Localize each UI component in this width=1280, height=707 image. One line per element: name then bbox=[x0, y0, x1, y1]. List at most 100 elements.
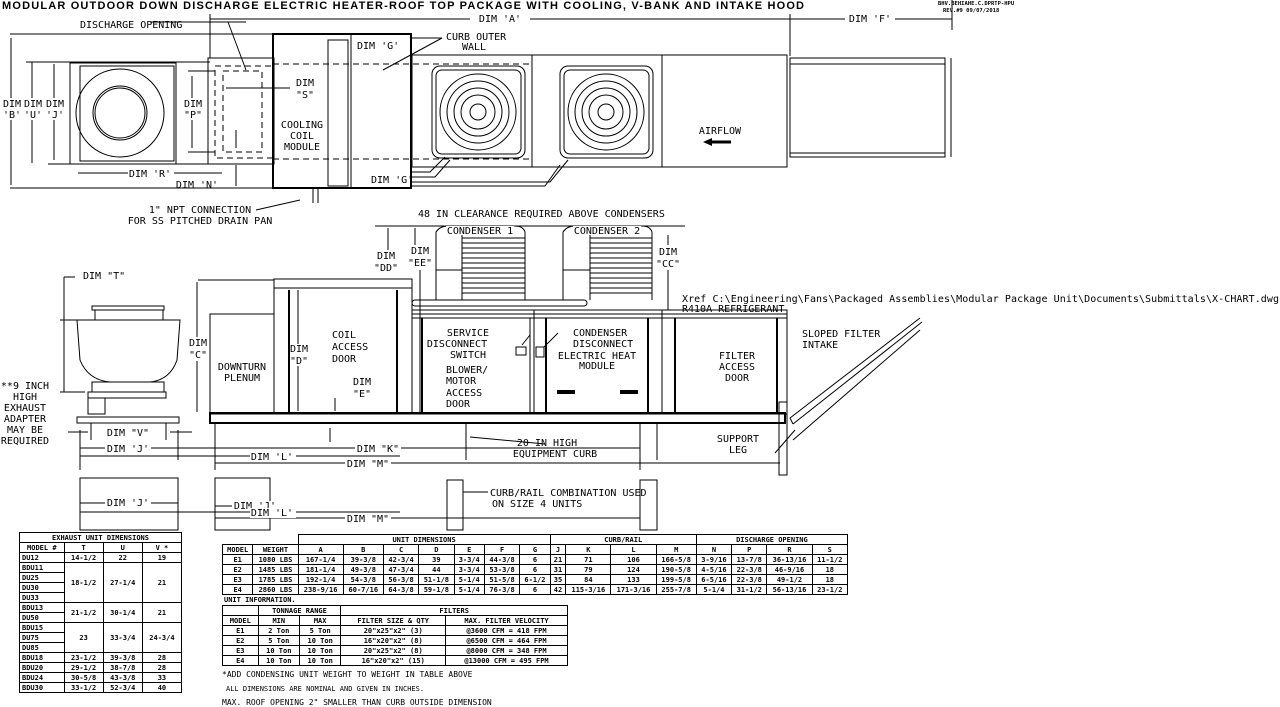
table-cell: 54-3/8 bbox=[342, 574, 384, 585]
blower-door-label-1: BLOWER/ bbox=[446, 365, 488, 376]
blank-cell bbox=[222, 605, 259, 616]
column-header: MODEL bbox=[222, 615, 259, 626]
column-header: MAX bbox=[298, 615, 342, 626]
electric-heat-label-1: ELECTRIC HEAT bbox=[558, 351, 636, 362]
xref-path-label: Xref C:\Engineering\Fans\Packaged Assemb… bbox=[682, 294, 1279, 305]
exhaust-adapter-note-2: HIGH bbox=[13, 392, 37, 403]
electric-heat-label-2: MODULE bbox=[579, 361, 615, 372]
dim-d-label-2: "D" bbox=[290, 356, 308, 367]
table-cell: 3-3/4 bbox=[453, 564, 485, 575]
dim-b-label-1: DIM bbox=[3, 99, 21, 110]
dim-t-cell: 30-5/8 bbox=[63, 672, 104, 683]
equipment-curb-label-2: EQUIPMENT CURB bbox=[513, 449, 597, 460]
dim-c-label-1: DIM bbox=[189, 338, 207, 349]
table-cell: 49-3/8 bbox=[342, 564, 384, 575]
table-cell: 10 Ton bbox=[298, 645, 342, 656]
refrigerant-label: R410A REFRIGERANT bbox=[682, 304, 784, 315]
dim-t-cell: 23 bbox=[63, 622, 104, 653]
dim-c-label-2: "C" bbox=[189, 350, 207, 361]
title-row: EXHAUST UNIT DIMENSIONS bbox=[19, 532, 182, 543]
group-header: DISCHARGE OPENING bbox=[695, 534, 849, 545]
dim-t-cell: 21-1/2 bbox=[63, 602, 104, 623]
dim-u-label-2: 'U' bbox=[24, 110, 42, 121]
table-cell: E1 bbox=[222, 625, 259, 636]
table-cell: 5 Ton bbox=[298, 625, 342, 636]
table-cell: 53-3/8 bbox=[483, 564, 521, 575]
dim-v-cell: 24-3/4 bbox=[141, 622, 183, 653]
column-header: MAX. FILTER VELOCITY bbox=[445, 615, 568, 626]
condenser-1-label: CONDENSER 1 bbox=[447, 226, 513, 237]
revision-label: REV.#9 09/07/2018 bbox=[943, 8, 999, 14]
column-header: J bbox=[549, 544, 567, 555]
table-cell: E3 bbox=[221, 574, 254, 585]
column-header: G bbox=[519, 544, 551, 555]
clearance-label: 48 IN CLEARANCE REQUIRED ABOVE CONDENSER… bbox=[418, 209, 665, 220]
table-cell: 59-1/8 bbox=[418, 584, 455, 595]
column-header: L bbox=[610, 544, 657, 555]
table-cell: 44-3/8 bbox=[483, 554, 521, 565]
table-cell: 10 Ton bbox=[257, 645, 300, 656]
column-header: V * bbox=[141, 542, 183, 553]
elevation-view bbox=[60, 225, 923, 476]
sloped-filter-label-2: INTAKE bbox=[802, 340, 838, 351]
dim-v-cell: 21 bbox=[141, 602, 183, 623]
dim-k-label: DIM "K" bbox=[357, 444, 399, 455]
model-cell: BDU15 bbox=[19, 622, 65, 633]
table-cell: 39-3/8 bbox=[342, 554, 384, 565]
dim-s-label-2: "S" bbox=[296, 90, 314, 101]
table-cell: 167-1/4 bbox=[297, 554, 344, 565]
table-cell: 76-3/8 bbox=[483, 584, 521, 595]
condenser-disconnect-label-2: DISCONNECT bbox=[573, 339, 633, 350]
table-cell: E2 bbox=[222, 635, 259, 646]
table-cell: 71 bbox=[565, 554, 612, 565]
dim-cc-label-1: DIM bbox=[659, 247, 677, 258]
coil-access-door-label-3: DOOR bbox=[332, 354, 357, 365]
model-cell: BDU11 bbox=[19, 562, 65, 573]
dim-p-label-2: "P" bbox=[184, 110, 202, 121]
model-cell: DU50 bbox=[19, 612, 65, 623]
model-cell: DU25 bbox=[19, 572, 65, 583]
curb-dim-l-label: DIM 'L' bbox=[251, 508, 293, 519]
column-header: P bbox=[731, 544, 768, 555]
model-cell: DU85 bbox=[19, 642, 65, 653]
dim-v-cell: 21 bbox=[141, 562, 183, 603]
plan-view bbox=[10, 0, 953, 203]
dim-t-cell: 18-1/2 bbox=[63, 562, 104, 603]
table-cell: 16"x20"x2" (15) bbox=[340, 655, 447, 666]
dim-cc-label-2: "CC" bbox=[656, 259, 680, 270]
table-cell: 16"x20"x2" (8) bbox=[340, 635, 447, 646]
table-cell: 2860 LBS bbox=[252, 584, 299, 595]
dim-u-label-1: DIM bbox=[24, 99, 42, 110]
table-cell: 3-9/16 bbox=[695, 554, 733, 565]
cooling-coil-label-2: COIL bbox=[290, 131, 314, 142]
exhaust-adapter-note-6: REQUIRED bbox=[1, 436, 49, 447]
table-cell: 6 bbox=[519, 564, 551, 575]
dim-a-label: DIM 'A' bbox=[479, 14, 521, 25]
table-cell: 60-7/16 bbox=[342, 584, 384, 595]
table-cell: 20"x25"x2" (8) bbox=[340, 645, 447, 656]
dim-t-cell: 23-1/2 bbox=[63, 652, 104, 663]
model-cell: BDU24 bbox=[19, 672, 65, 683]
table-cell: 115-3/16 bbox=[565, 584, 612, 595]
table-cell: 31 bbox=[549, 564, 567, 575]
drawing-id: BHV.BEHIAHE.C.DPRTP-HPU bbox=[938, 1, 1015, 7]
table-cell: E1 bbox=[221, 554, 254, 565]
table-cell: 84 bbox=[565, 574, 612, 585]
table-cell: 56-3/8 bbox=[382, 574, 420, 585]
group-header: UNIT DIMENSIONS bbox=[297, 534, 551, 545]
table-cell: 56-13/16 bbox=[766, 584, 813, 595]
dim-t-label: DIM "T" bbox=[83, 271, 125, 282]
table-cell: 6-1/2 bbox=[519, 574, 551, 585]
table-cell: 1485 LBS bbox=[252, 564, 299, 575]
table-cell: E4 bbox=[222, 655, 259, 666]
table-cell: 11-1/2 bbox=[811, 554, 849, 565]
table-cell: 1080 LBS bbox=[252, 554, 299, 565]
model-cell: BDU18 bbox=[19, 652, 65, 663]
